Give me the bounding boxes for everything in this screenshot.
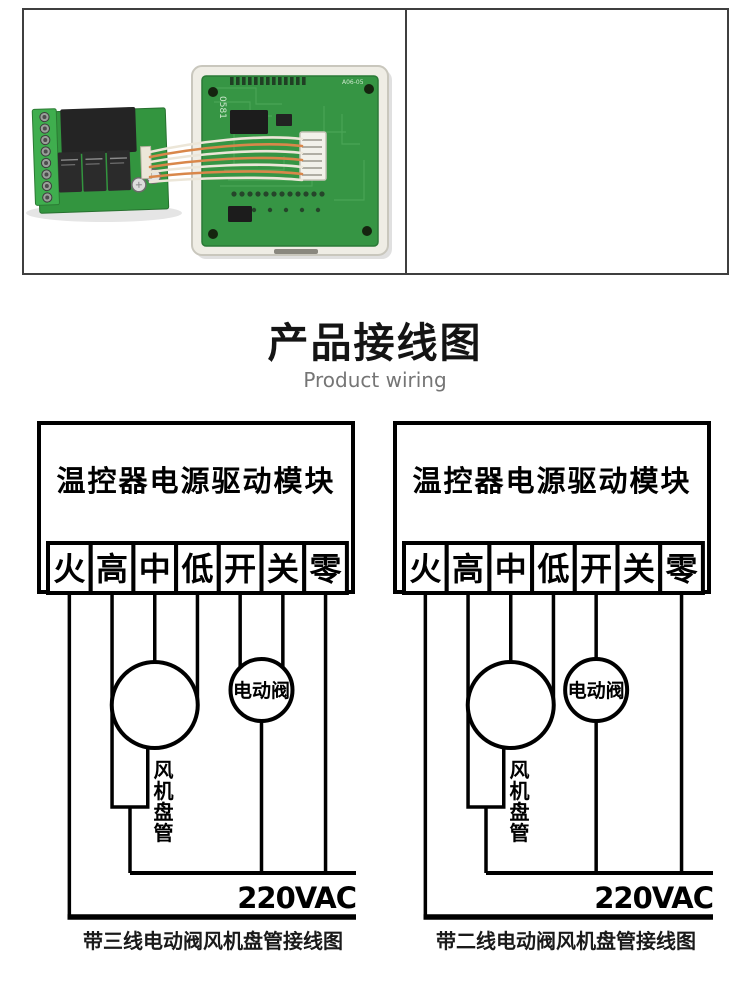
voltage-label: 220VAC bbox=[594, 881, 713, 915]
silkscreen-label: 0581 bbox=[217, 96, 227, 119]
diagram-caption-two-wire: 带二线电动阀风机盘管接线图 bbox=[436, 929, 696, 953]
terminal-label-mid: 中 bbox=[495, 550, 527, 588]
wires bbox=[423, 593, 713, 920]
fan-label-char-3: 盘 bbox=[510, 800, 530, 824]
valve-circle bbox=[563, 657, 630, 723]
relay-module-photo bbox=[31, 106, 170, 214]
terminal-screws bbox=[39, 111, 53, 203]
diagram-caption-three-wire: 带三线电动阀风机盘管接线图 bbox=[83, 929, 343, 953]
fan-circle bbox=[109, 660, 200, 750]
terminal-row: 火 高 中 低 开 关 零 bbox=[402, 541, 705, 595]
thermostat-board-photo: 0581 A06-05 bbox=[191, 65, 389, 256]
fan-coil-symbol: 风 机 盘 管 bbox=[465, 660, 556, 845]
wires bbox=[67, 593, 356, 920]
wiring-diagram-three-wire: 温控器电源驱动模块 火 高 中 低 开 关 零 bbox=[37, 421, 357, 953]
wiring-diagrams: 温控器电源驱动模块 火 高 中 低 开 关 零 bbox=[37, 421, 714, 953]
fan-label-char-2: 机 bbox=[154, 779, 174, 803]
terminal-box-close bbox=[615, 541, 663, 595]
valve-label: 电动阀 bbox=[568, 679, 625, 702]
connector-crimps bbox=[302, 139, 322, 176]
terminal-label-high: 高 bbox=[96, 550, 128, 588]
fan-label-char-3: 盘 bbox=[154, 800, 174, 824]
heading-block: 产品接线图 Product wiring bbox=[0, 320, 750, 391]
terminal-label-high: 高 bbox=[452, 550, 484, 588]
main-ic-chip bbox=[230, 110, 268, 134]
fan-label-char-2: 机 bbox=[510, 779, 530, 803]
terminal-label-open: 开 bbox=[224, 550, 256, 588]
module-title: 温控器电源驱动模块 bbox=[56, 464, 335, 498]
gallery-cell-empty bbox=[407, 10, 727, 273]
fan-label-char-4: 管 bbox=[510, 821, 530, 845]
terminal-label-mid: 中 bbox=[139, 550, 171, 588]
terminal-label-live: 火 bbox=[53, 550, 85, 588]
terminal-box-neutral bbox=[302, 541, 349, 595]
page-subtitle: Product wiring bbox=[303, 368, 447, 392]
gallery-box: 0581 A06-05 bbox=[22, 8, 729, 275]
terminal-label-neutral: 零 bbox=[666, 550, 699, 588]
page-title: 产品接线图 bbox=[267, 319, 483, 367]
valve-label: 电动阀 bbox=[233, 679, 290, 702]
white-connector bbox=[299, 131, 327, 181]
gallery-cell-photo: 0581 A06-05 bbox=[24, 10, 407, 273]
terminal-label-neutral: 零 bbox=[310, 550, 343, 588]
valve-circle bbox=[228, 657, 295, 723]
terminal-label-low: 低 bbox=[181, 550, 213, 588]
frame-slot bbox=[274, 249, 318, 254]
fan-label-char-1: 风 bbox=[154, 758, 174, 782]
bottom-ic-chip bbox=[228, 206, 252, 222]
terminal-box-live bbox=[46, 541, 93, 595]
terminal-label-close: 关 bbox=[267, 550, 299, 588]
product-photo: 0581 A06-05 bbox=[26, 65, 392, 259]
top-pad-row bbox=[230, 77, 306, 85]
wiring-diagram-two-wire: 温控器电源驱动模块 火 高 中 低 开 关 零 bbox=[393, 421, 714, 953]
fan-label-char-1: 风 bbox=[510, 758, 530, 782]
large-relay bbox=[60, 106, 137, 155]
fan-coil-symbol: 风 机 盘 管 bbox=[109, 660, 200, 845]
terminal-box-mid bbox=[131, 541, 179, 595]
module-title: 温控器电源驱动模块 bbox=[412, 464, 691, 498]
valve-symbol: 电动阀 bbox=[228, 657, 295, 723]
small-ic-chip bbox=[276, 114, 292, 126]
fan-label-char-4: 管 bbox=[154, 821, 174, 845]
corner-screw-holes bbox=[208, 84, 374, 239]
terminal-box-live bbox=[402, 541, 449, 595]
terminal-label-live: 火 bbox=[409, 550, 441, 588]
bottom-pad-row bbox=[231, 191, 325, 213]
voltage-label: 220VAC bbox=[237, 881, 356, 915]
fan-circle bbox=[465, 660, 556, 750]
terminal-row: 火 高 中 低 开 关 零 bbox=[46, 541, 349, 595]
silkscreen-label-2: A06-05 bbox=[342, 79, 364, 86]
small-relays bbox=[57, 150, 132, 193]
terminal-label-close: 关 bbox=[623, 550, 655, 588]
ribbon-cable bbox=[148, 136, 304, 184]
terminal-label-open: 开 bbox=[580, 550, 612, 588]
valve-symbol: 电动阀 bbox=[563, 657, 630, 723]
terminal-label-low: 低 bbox=[537, 550, 569, 588]
